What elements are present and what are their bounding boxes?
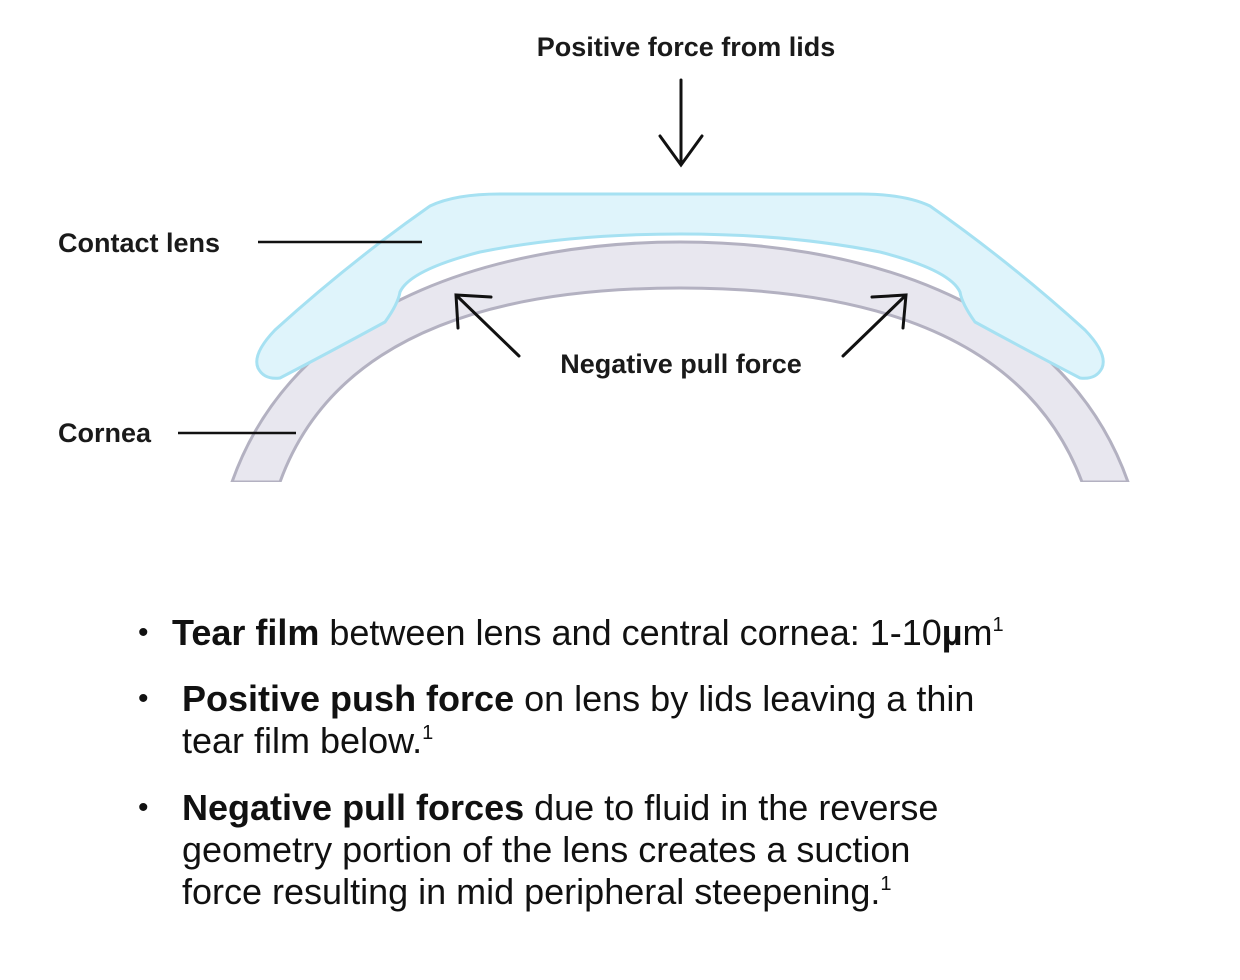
contact-lens-diagram: Positive force from lids Contact lens Ne… (58, 32, 1130, 482)
bullet-marker: • (138, 791, 149, 824)
down-arrow-icon (658, 78, 704, 168)
bullet-text: Negative pull forces due to fluid in the… (182, 787, 939, 828)
bullet-item-negative-pull: Negative pull forces due to fluid in the… (182, 787, 938, 913)
bullet-marker: • (138, 616, 149, 649)
bullet-marker: • (138, 682, 149, 715)
positive-force-label: Positive force from lids (537, 32, 836, 62)
bullet-item-positive-push: Positive push force on lens by lids leav… (182, 678, 974, 762)
bullet-text: Positive push force on lens by lids leav… (182, 678, 975, 719)
cornea-label: Cornea (58, 418, 152, 448)
right-pull-arrow-icon (841, 293, 908, 358)
contact-lens-label: Contact lens (58, 228, 220, 258)
bullet-item-tear-film: Tear film between lens and central corne… (172, 612, 1004, 654)
bullet-text: force resulting in mid peripheral steepe… (182, 871, 892, 912)
bullet-text: Tear film between lens and central corne… (172, 612, 1004, 653)
negative-pull-label: Negative pull force (560, 349, 802, 379)
bullet-text: tear film below.1 (182, 720, 434, 761)
contact-lens-shape (255, 192, 1105, 380)
left-pull-arrow-icon (454, 293, 521, 358)
bullet-text: geometry portion of the lens creates a s… (182, 829, 911, 870)
